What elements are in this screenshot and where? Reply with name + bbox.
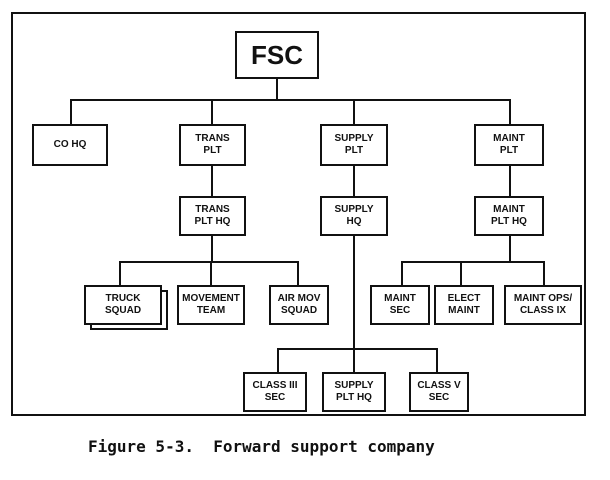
node-supply-plt: SUPPLY PLT	[320, 124, 388, 166]
node-air-mov-squad: AIR MOV SQUAD	[269, 285, 329, 325]
node-co-hq: CO HQ	[32, 124, 108, 166]
node-movement-team: MOVEMENT TEAM	[177, 285, 245, 325]
node-supply-hq: SUPPLY HQ	[320, 196, 388, 236]
connector	[277, 348, 438, 350]
node-class-v-sec: CLASS V SEC	[409, 372, 469, 412]
connector	[211, 99, 213, 124]
node-truck-squad: TRUCK SQUAD	[84, 285, 162, 325]
connector	[509, 99, 511, 124]
connector	[353, 99, 355, 124]
connector	[70, 99, 72, 124]
node-elect-maint: ELECT MAINT	[434, 285, 494, 325]
connector	[277, 348, 279, 372]
connector	[436, 348, 438, 372]
connector	[401, 261, 545, 263]
connector	[353, 166, 355, 196]
node-trans-plt-hq: TRANS PLT HQ	[179, 196, 246, 236]
connector	[543, 261, 545, 285]
node-maint-plt: MAINT PLT	[474, 124, 544, 166]
node-maint-sec: MAINT SEC	[370, 285, 430, 325]
connector	[509, 236, 511, 262]
connector	[119, 261, 299, 263]
connector	[460, 261, 462, 285]
connector	[401, 261, 403, 285]
connector	[276, 78, 278, 100]
connector	[211, 166, 213, 196]
connector	[353, 348, 355, 372]
connector	[211, 236, 213, 262]
node-maint-ops-class-ix: MAINT OPS/ CLASS IX	[504, 285, 582, 325]
connector	[119, 261, 121, 285]
connector	[297, 261, 299, 285]
node-maint-plt-hq: MAINT PLT HQ	[474, 196, 544, 236]
node-fsc: FSC	[235, 31, 319, 79]
diagram-frame: FSC CO HQ TRANS PLT SUPPLY PLT MAINT PLT…	[11, 12, 586, 416]
node-class-iii-sec: CLASS III SEC	[243, 372, 307, 412]
connector	[70, 99, 511, 101]
connector	[353, 236, 355, 349]
figure-caption: Figure 5-3. Forward support company	[88, 437, 435, 456]
node-trans-plt: TRANS PLT	[179, 124, 246, 166]
connector	[509, 166, 511, 196]
connector	[210, 261, 212, 285]
node-supply-plt-hq: SUPPLY PLT HQ	[322, 372, 386, 412]
